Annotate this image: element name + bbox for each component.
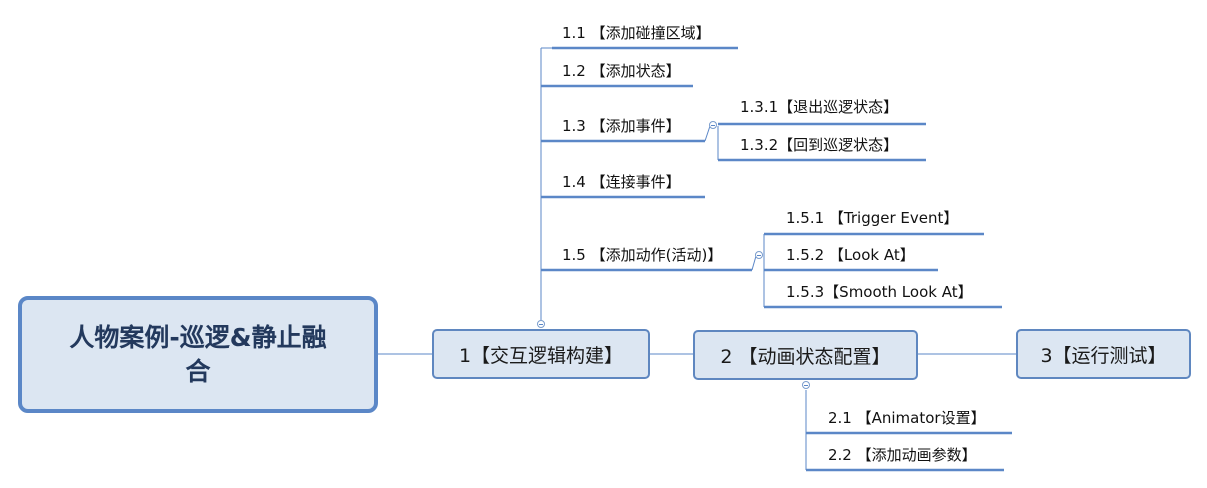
subtopic-1-5-2[interactable]: 1.5.2 【Look At】 xyxy=(786,246,915,264)
subtopic-1-4[interactable]: 1.4 【连接事件】 xyxy=(562,173,681,191)
root-topic-label: 人物案例-巡逻&静止融合 xyxy=(69,322,327,386)
main-topic-label: 2 【动画状态配置】 xyxy=(720,345,891,368)
subtopic-2-1[interactable]: 2.1 【Animator设置】 xyxy=(828,409,986,427)
main-topic-3[interactable]: 3【运行测试】 xyxy=(1016,329,1191,379)
collapse-toggle-icon[interactable] xyxy=(802,381,810,389)
main-topic-2[interactable]: 2 【动画状态配置】 xyxy=(693,330,918,380)
subtopic-1-3-1[interactable]: 1.3.1【退出巡逻状态】 xyxy=(740,98,899,116)
subtopic-1-3-2[interactable]: 1.3.2【回到巡逻状态】 xyxy=(740,136,899,154)
main-topic-1[interactable]: 1【交互逻辑构建】 xyxy=(432,329,650,379)
main-topic-label: 3【运行测试】 xyxy=(1040,344,1167,367)
root-topic[interactable]: 人物案例-巡逻&静止融合 xyxy=(18,296,378,413)
subtopic-1-5[interactable]: 1.5 【添加动作(活动)】 xyxy=(562,246,723,264)
subtopic-2-2[interactable]: 2.2 【添加动画参数】 xyxy=(828,446,977,464)
subtopic-1-3[interactable]: 1.3 【添加事件】 xyxy=(562,117,681,135)
collapse-toggle-icon[interactable] xyxy=(709,121,717,129)
collapse-toggle-icon[interactable] xyxy=(755,251,763,259)
subtopic-1-1[interactable]: 1.1 【添加碰撞区域】 xyxy=(562,24,711,42)
collapse-toggle-icon[interactable] xyxy=(537,320,545,328)
subtopic-1-5-1[interactable]: 1.5.1 【Trigger Event】 xyxy=(786,209,959,227)
main-topic-label: 1【交互逻辑构建】 xyxy=(458,344,624,367)
subtopic-1-2[interactable]: 1.2 【添加状态】 xyxy=(562,62,681,80)
subtopic-1-5-3[interactable]: 1.5.3【Smooth Look At】 xyxy=(786,283,973,301)
